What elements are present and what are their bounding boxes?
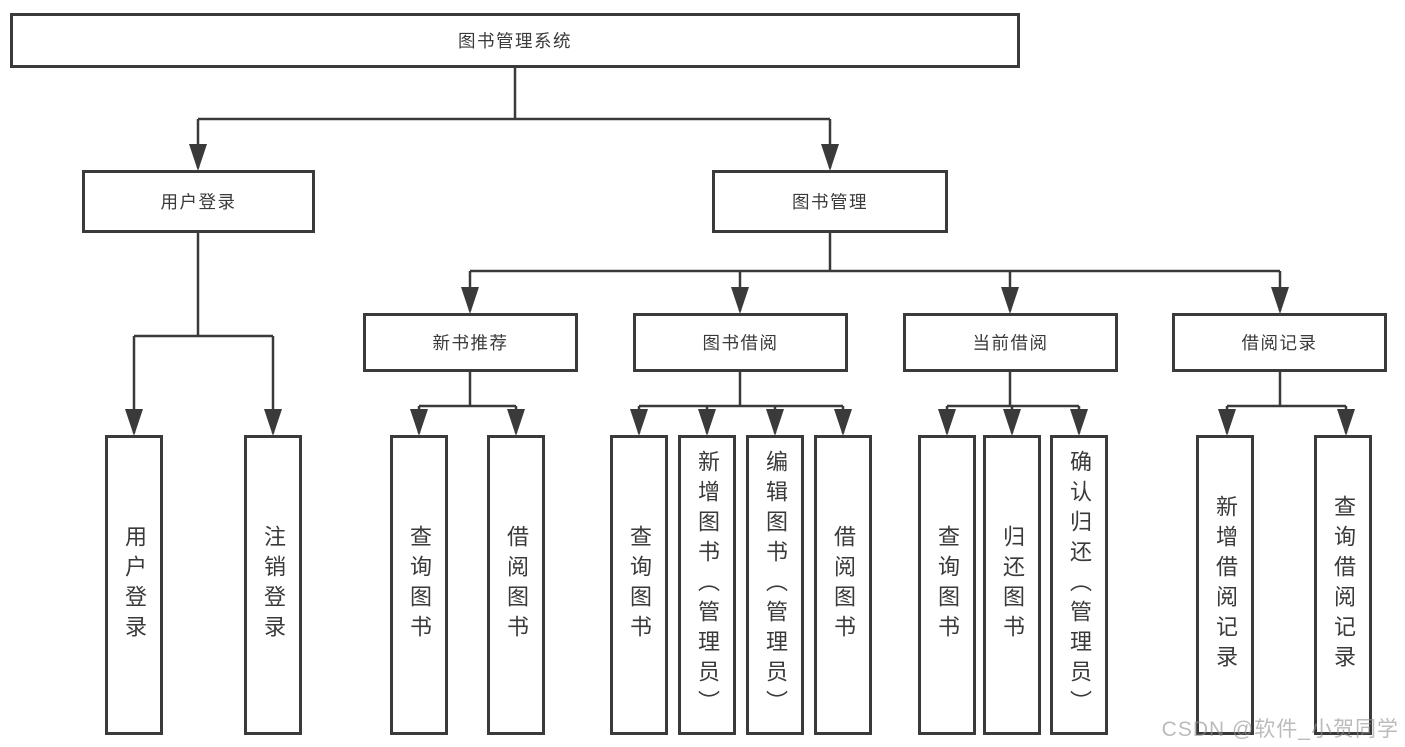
leaf-confirm-return-admin-label: 确认归还（管理员） bbox=[1067, 450, 1092, 720]
connector-borrowing-branch bbox=[637, 372, 845, 433]
node-current-borrowing-label: 当前借阅 bbox=[972, 333, 1049, 353]
arrowheads bbox=[125, 144, 1355, 436]
leaf-query-books-current-label: 查询图书 bbox=[935, 525, 960, 645]
leaf-edit-books-admin: 编辑图书（管理员） bbox=[746, 435, 804, 735]
node-book-borrowing: 图书借阅 bbox=[633, 313, 848, 372]
node-new-book-recommendation-label: 新书推荐 bbox=[432, 333, 509, 353]
leaf-query-borrow-record: 查询借阅记录 bbox=[1314, 435, 1372, 735]
connector-root-to-level2 bbox=[196, 68, 832, 168]
connector-user-login-branch bbox=[132, 233, 275, 433]
leaf-user-login-label: 用户登录 bbox=[122, 525, 147, 645]
node-borrowing-records: 借阅记录 bbox=[1172, 313, 1387, 372]
node-current-borrowing: 当前借阅 bbox=[903, 313, 1118, 372]
leaf-query-books-borrowing: 查询图书 bbox=[610, 435, 668, 735]
leaf-add-borrow-record-label: 新增借阅记录 bbox=[1213, 495, 1238, 675]
node-user-login: 用户登录 bbox=[82, 170, 315, 233]
leaf-borrow-books-borrowing: 借阅图书 bbox=[814, 435, 872, 735]
csdn-watermark: CSDN @软件_小贺同学 bbox=[1161, 718, 1399, 741]
leaf-query-books-recommend: 查询图书 bbox=[390, 435, 448, 735]
leaf-add-books-admin-label: 新增图书（管理员） bbox=[695, 450, 720, 720]
leaf-borrow-books-recommend-label: 借阅图书 bbox=[504, 525, 529, 645]
leaf-add-borrow-record: 新增借阅记录 bbox=[1196, 435, 1254, 735]
connector-recommend-branch bbox=[417, 372, 518, 433]
node-library-management-system-label: 图书管理系统 bbox=[458, 31, 572, 51]
leaf-return-books-label: 归还图书 bbox=[1000, 525, 1025, 645]
leaf-edit-books-admin-label: 编辑图书（管理员） bbox=[763, 450, 788, 720]
node-user-login-label: 用户登录 bbox=[160, 192, 237, 212]
leaf-add-books-admin: 新增图书（管理员） bbox=[678, 435, 736, 735]
node-book-borrowing-label: 图书借阅 bbox=[702, 333, 779, 353]
leaf-user-login: 用户登录 bbox=[105, 435, 163, 735]
connector-records-branch bbox=[1225, 372, 1348, 433]
leaf-logout-label: 注销登录 bbox=[261, 525, 286, 645]
node-new-book-recommendation: 新书推荐 bbox=[363, 313, 578, 372]
leaf-query-books-borrowing-label: 查询图书 bbox=[627, 525, 652, 645]
leaf-confirm-return-admin: 确认归还（管理员） bbox=[1050, 435, 1108, 735]
leaf-return-books: 归还图书 bbox=[983, 435, 1041, 735]
leaf-query-books-recommend-label: 查询图书 bbox=[407, 525, 432, 645]
connector-book-management-branch bbox=[468, 233, 1282, 311]
leaf-query-books-current: 查询图书 bbox=[918, 435, 976, 735]
node-book-management: 图书管理 bbox=[712, 170, 948, 233]
leaf-query-borrow-record-label: 查询借阅记录 bbox=[1331, 495, 1356, 675]
leaf-logout: 注销登录 bbox=[244, 435, 302, 735]
node-borrowing-records-label: 借阅记录 bbox=[1241, 333, 1318, 353]
node-library-management-system: 图书管理系统 bbox=[10, 13, 1020, 68]
node-book-management-label: 图书管理 bbox=[792, 192, 868, 212]
leaf-borrow-books-recommend: 借阅图书 bbox=[487, 435, 545, 735]
leaf-borrow-books-borrowing-label: 借阅图书 bbox=[831, 525, 856, 645]
